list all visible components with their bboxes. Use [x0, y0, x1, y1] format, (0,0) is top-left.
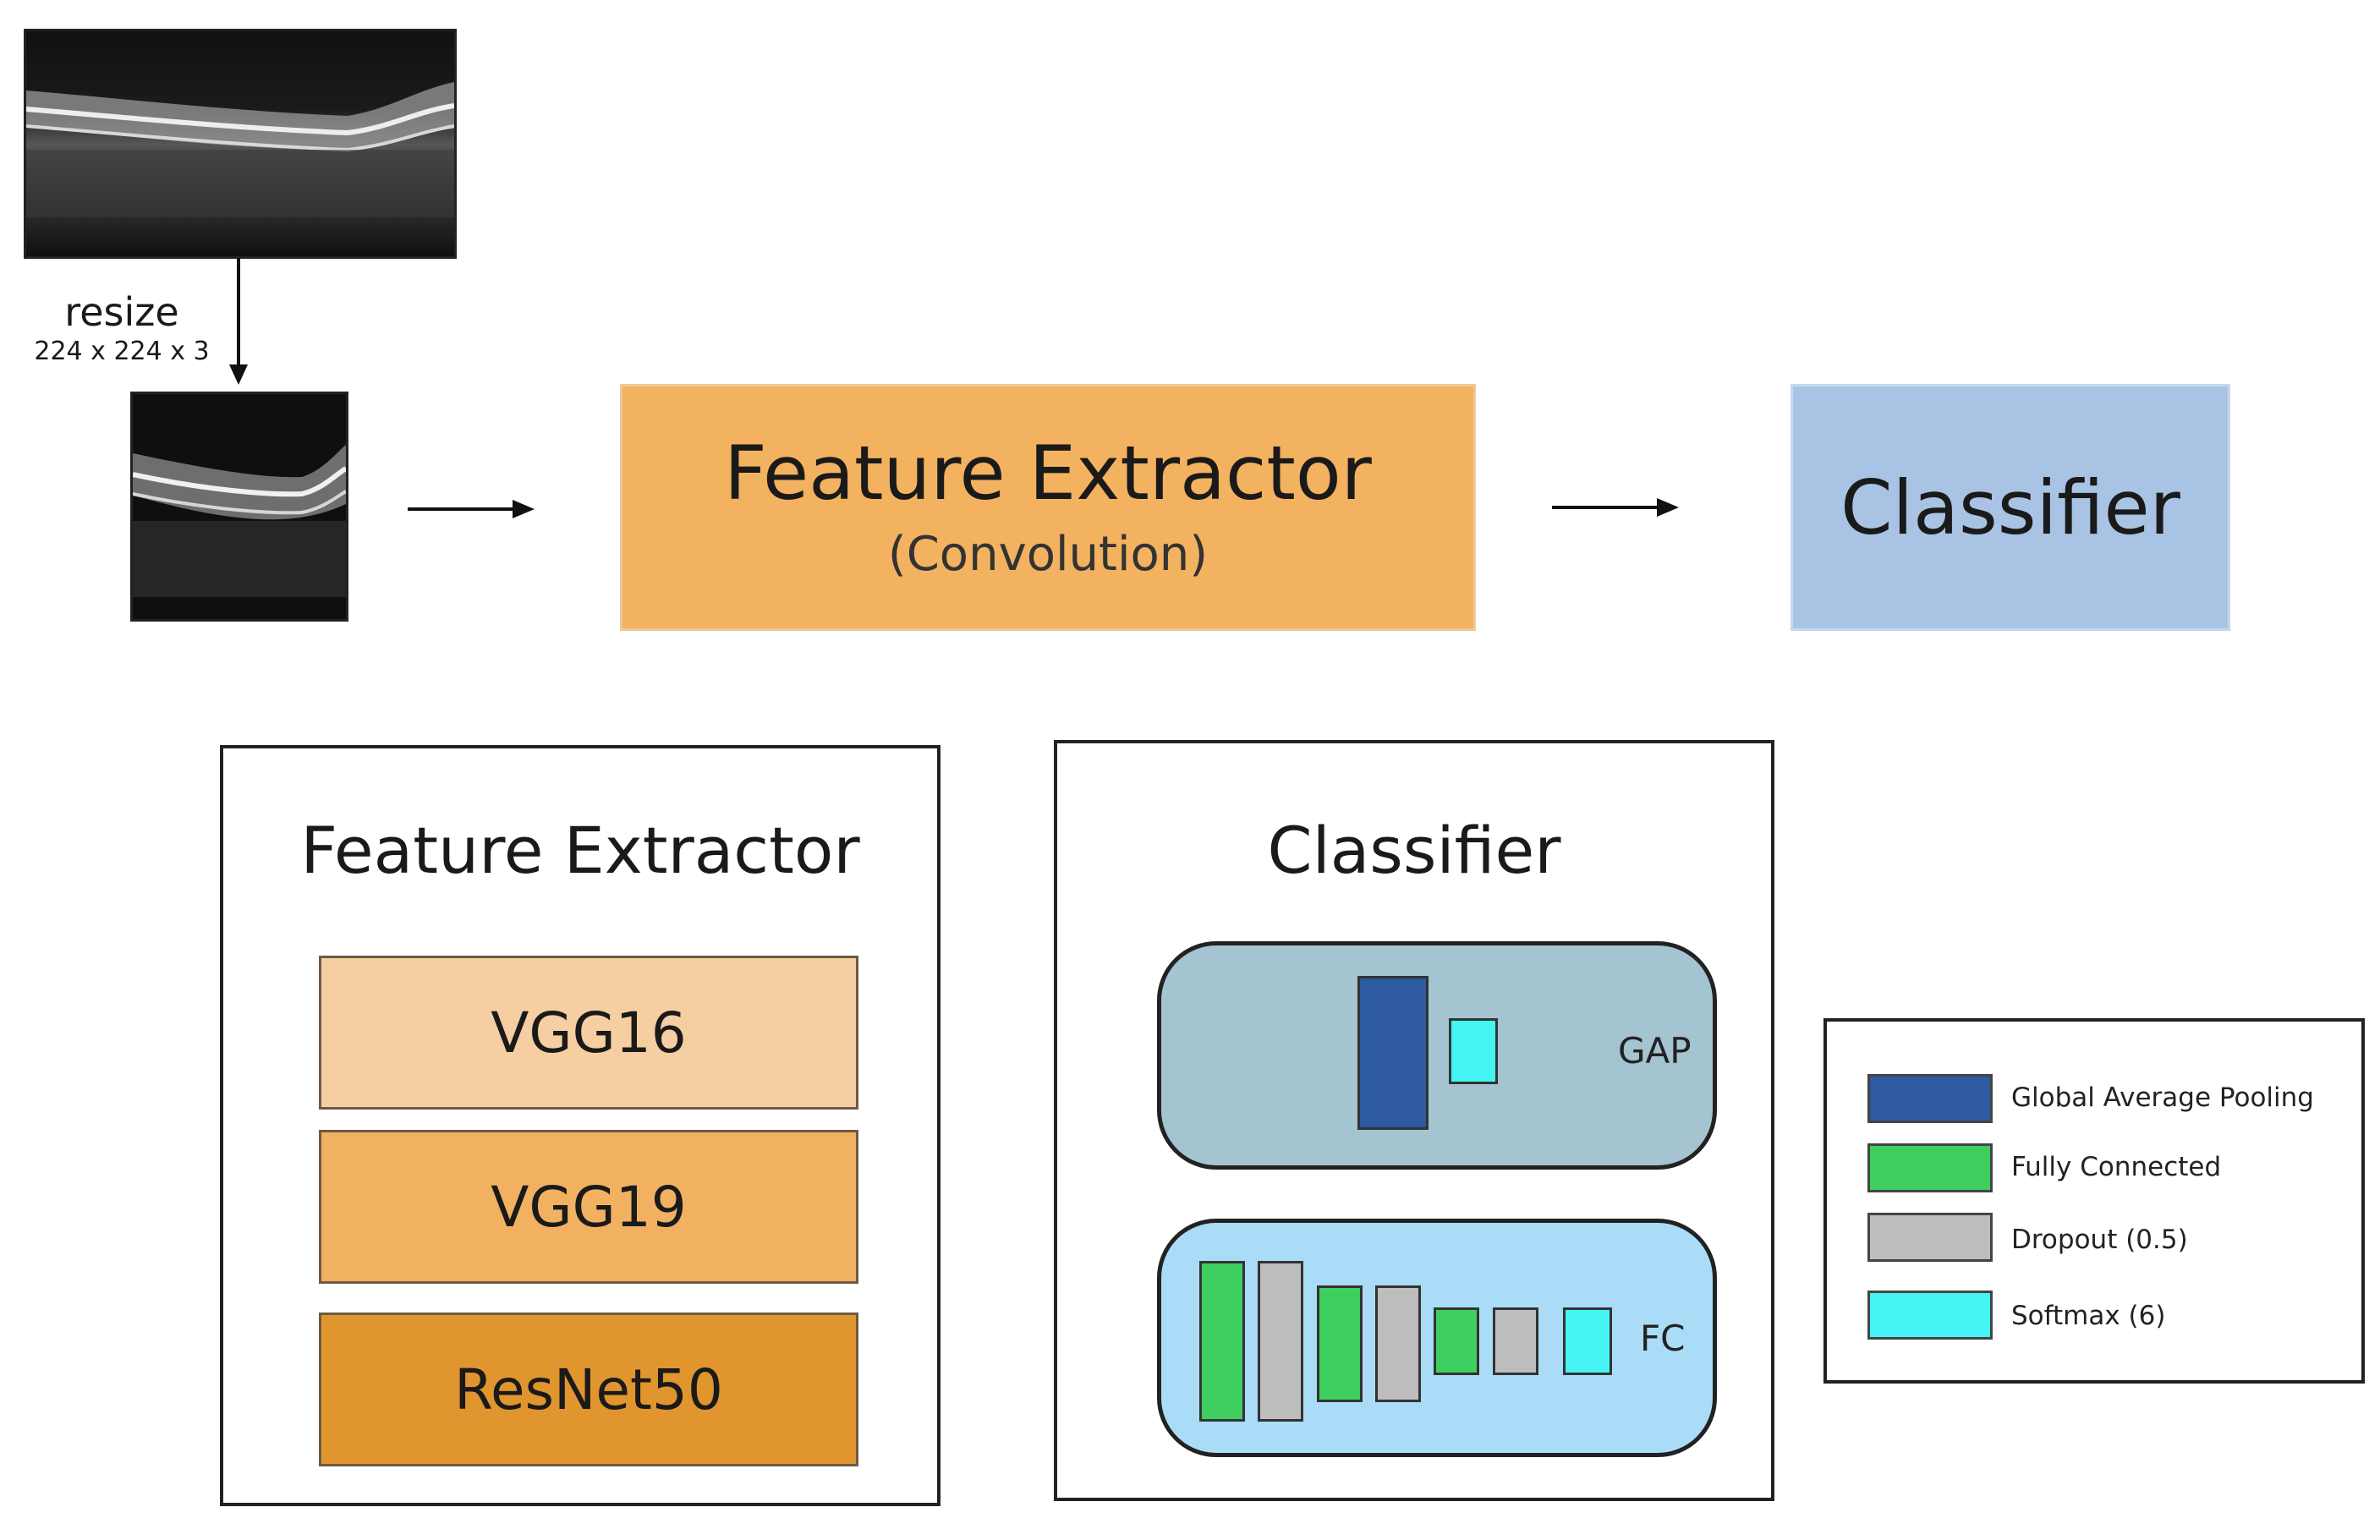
resize-arrow [229, 258, 248, 385]
model-resnet50-label: ResNet50 [454, 1356, 723, 1422]
model-resnet50: ResNet50 [319, 1313, 858, 1466]
feature-extractor-panel-title: Feature Extractor [300, 813, 860, 888]
model-vgg19-label: VGG19 [491, 1174, 687, 1240]
model-vgg16: VGG16 [319, 956, 858, 1110]
classifier-block: Classifier [1790, 384, 2230, 631]
legend-swatch-dropout [1867, 1213, 1993, 1262]
dropout-layer-3 [1493, 1307, 1538, 1375]
classifier-title: Classifier [1840, 463, 2180, 551]
resize-label: resize [64, 289, 179, 335]
resize-dimensions: 224 x 224 x 3 [34, 337, 210, 366]
legend: Global Average Pooling Fully Connected D… [1823, 1018, 2365, 1384]
oct-original-image [24, 29, 457, 259]
feature-extractor-panel: Feature Extractor VGG16 VGG19 ResNet50 [220, 745, 940, 1506]
fc-layer-1 [1199, 1261, 1245, 1422]
classifier-panel-title: Classifier [1267, 813, 1561, 888]
gap-classifier-head: GAP [1157, 941, 1717, 1170]
feature-extractor-title: Feature Extractor [724, 430, 1372, 518]
model-vgg16-label: VGG16 [491, 1000, 687, 1066]
gap-layer [1357, 976, 1429, 1130]
arrow-to-classifier [1552, 498, 1679, 517]
legend-label-fc: Fully Connected [2011, 1152, 2222, 1182]
legend-swatch-fc [1867, 1143, 1993, 1192]
feature-extractor-block: Feature Extractor (Convolution) [620, 384, 1476, 631]
fc-layer-2 [1317, 1285, 1363, 1402]
gap-softmax-layer [1449, 1018, 1498, 1084]
legend-label-gap: Global Average Pooling [2011, 1082, 2314, 1113]
gap-label: GAP [1618, 1030, 1692, 1071]
arrow-to-feature-extractor [408, 500, 535, 518]
fc-classifier-head: FC [1157, 1219, 1717, 1457]
feature-extractor-subtitle: (Convolution) [887, 526, 1209, 582]
legend-swatch-softmax [1867, 1291, 1993, 1340]
oct-resized-image [130, 392, 348, 622]
model-vgg19: VGG19 [319, 1130, 858, 1284]
dropout-layer-2 [1375, 1285, 1421, 1402]
legend-label-dropout: Dropout (0.5) [2011, 1225, 2188, 1255]
fc-label: FC [1640, 1318, 1686, 1359]
fc-layer-3 [1434, 1307, 1479, 1375]
legend-label-softmax: Softmax (6) [2011, 1301, 2166, 1331]
legend-swatch-gap [1867, 1074, 1993, 1123]
classifier-panel: Classifier GAP FC [1054, 740, 1774, 1501]
fc-softmax-layer [1563, 1307, 1612, 1375]
dropout-layer-1 [1258, 1261, 1303, 1422]
